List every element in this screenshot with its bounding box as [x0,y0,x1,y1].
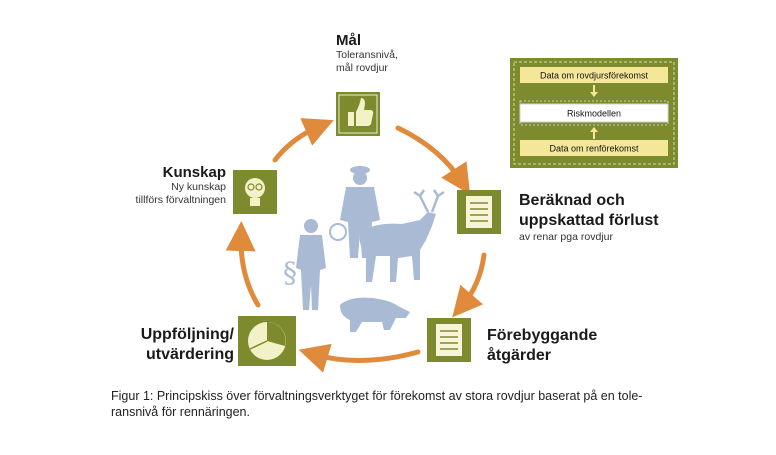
node-kunskap: Kunskap Ny kunskap tillförs förvaltninge… [100,164,226,207]
cycle-arrow-beraknad-to-forebyggande [452,252,487,318]
checklist-icon [457,190,501,234]
cycle-arrow-kunskap-to-mal [272,118,334,163]
node-forebyggande-title1: Förebyggande [487,327,598,344]
node-kunskap-sub1: Ny kunskap [171,181,226,193]
node-uppfoljning: Uppföljning/ utvärdering [110,325,234,365]
node-uppfoljning-title1: Uppföljning/ [140,326,234,343]
node-beraknad-title2: uppskattad förlust [519,212,659,229]
node-mal-sub2: mål rovdjur [336,62,388,74]
node-mal-title: Mål [336,32,362,49]
node-beraknad-sub: av renar pga rovdjur [519,231,613,243]
pie-chart-icon [238,316,296,366]
reindeer-silhouette-icon [359,189,445,282]
node-kunskap-sub2: tillförs förvaltningen [135,194,226,206]
center-silhouettes [296,166,445,332]
risk-model-inset: Data om rovdjursförekomst Riskmodellen D… [510,58,678,168]
inset-middle-label: Riskmodellen [567,109,621,119]
node-mal-sub1: Toleransnivå, [336,49,398,61]
cycle-arrow-mal-to-beraknad [395,125,471,195]
paragraph-symbol: § [283,256,297,289]
node-uppfoljning-title2: utvärdering [145,346,234,363]
cycle-arrow-forebyggande-to-uppfoljning [298,343,421,373]
node-kunskap-title: Kunskap [162,164,226,181]
lightbulb-head-icon [233,170,277,214]
figure-caption: Figur 1: Principskiss över förvaltningsv… [111,388,751,420]
node-forebyggande: Förebyggande åtgärder [487,326,597,366]
caption-line-2: ransnivå för rennäringen. [111,405,250,419]
wolverine-silhouette-icon [340,297,410,332]
inset-bottom-label: Data om renförekomst [549,144,639,154]
person-silhouette-icon [296,219,326,310]
node-mal: Mål Toleransnivå, mål rovdjur [336,32,398,75]
caption-line-1: Figur 1: Principskiss över förvaltningsv… [111,389,643,403]
node-beraknad-title1: Beräknad och [519,192,625,209]
inset-top-label: Data om rovdjursförekomst [540,71,649,81]
cycle-arrow-uppfoljning-to-kunskap [225,221,261,308]
node-beraknad: Beräknad och uppskattad förlust av renar… [519,191,659,244]
list-document-icon [427,318,471,362]
thumbs-up-icon [336,92,380,136]
node-forebyggande-title2: åtgärder [487,347,552,364]
